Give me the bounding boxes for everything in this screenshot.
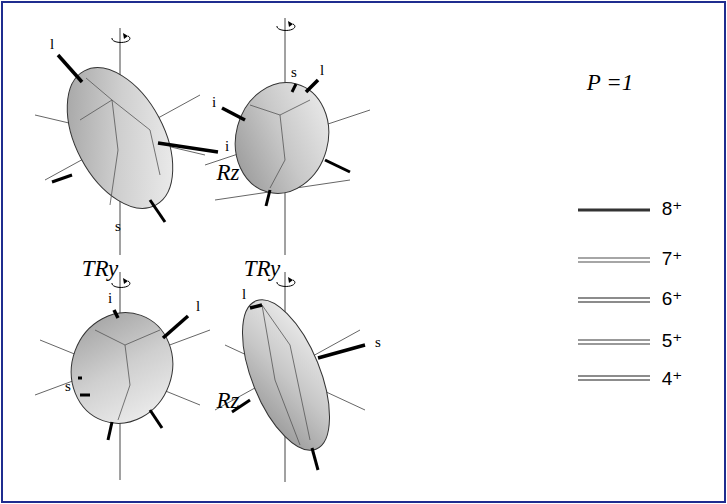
operator-label: TRy <box>244 257 281 280</box>
axis-label: l <box>242 287 246 302</box>
axis-label: s <box>291 65 297 80</box>
axis-label: i <box>212 95 216 110</box>
spin-label: 8⁺ <box>662 199 683 218</box>
spin-label: 4⁺ <box>662 369 683 388</box>
operator-label: Rz <box>217 389 240 412</box>
axis-label: l <box>196 299 200 314</box>
parity-label: P =1 <box>587 71 633 94</box>
nucleus-shape <box>215 272 365 482</box>
spin-label: 6⁺ <box>662 289 683 308</box>
spin-label: 5⁺ <box>662 331 683 350</box>
axis-label: i <box>108 291 112 306</box>
nucleus-shape <box>35 28 218 255</box>
axis-label: i <box>225 139 229 154</box>
axis-label: l <box>50 37 54 52</box>
axis-label: l <box>320 63 324 78</box>
nucleus-shape <box>35 272 210 480</box>
operator-label: Rz <box>217 161 240 184</box>
nucleus-shape <box>205 18 370 255</box>
axis-label: s <box>375 335 381 350</box>
axis-label: s <box>65 379 71 394</box>
operator-label: TRy <box>82 257 119 280</box>
axis-label: s <box>115 219 121 234</box>
level-lines <box>578 210 650 380</box>
spin-label: 7⁺ <box>662 249 683 268</box>
